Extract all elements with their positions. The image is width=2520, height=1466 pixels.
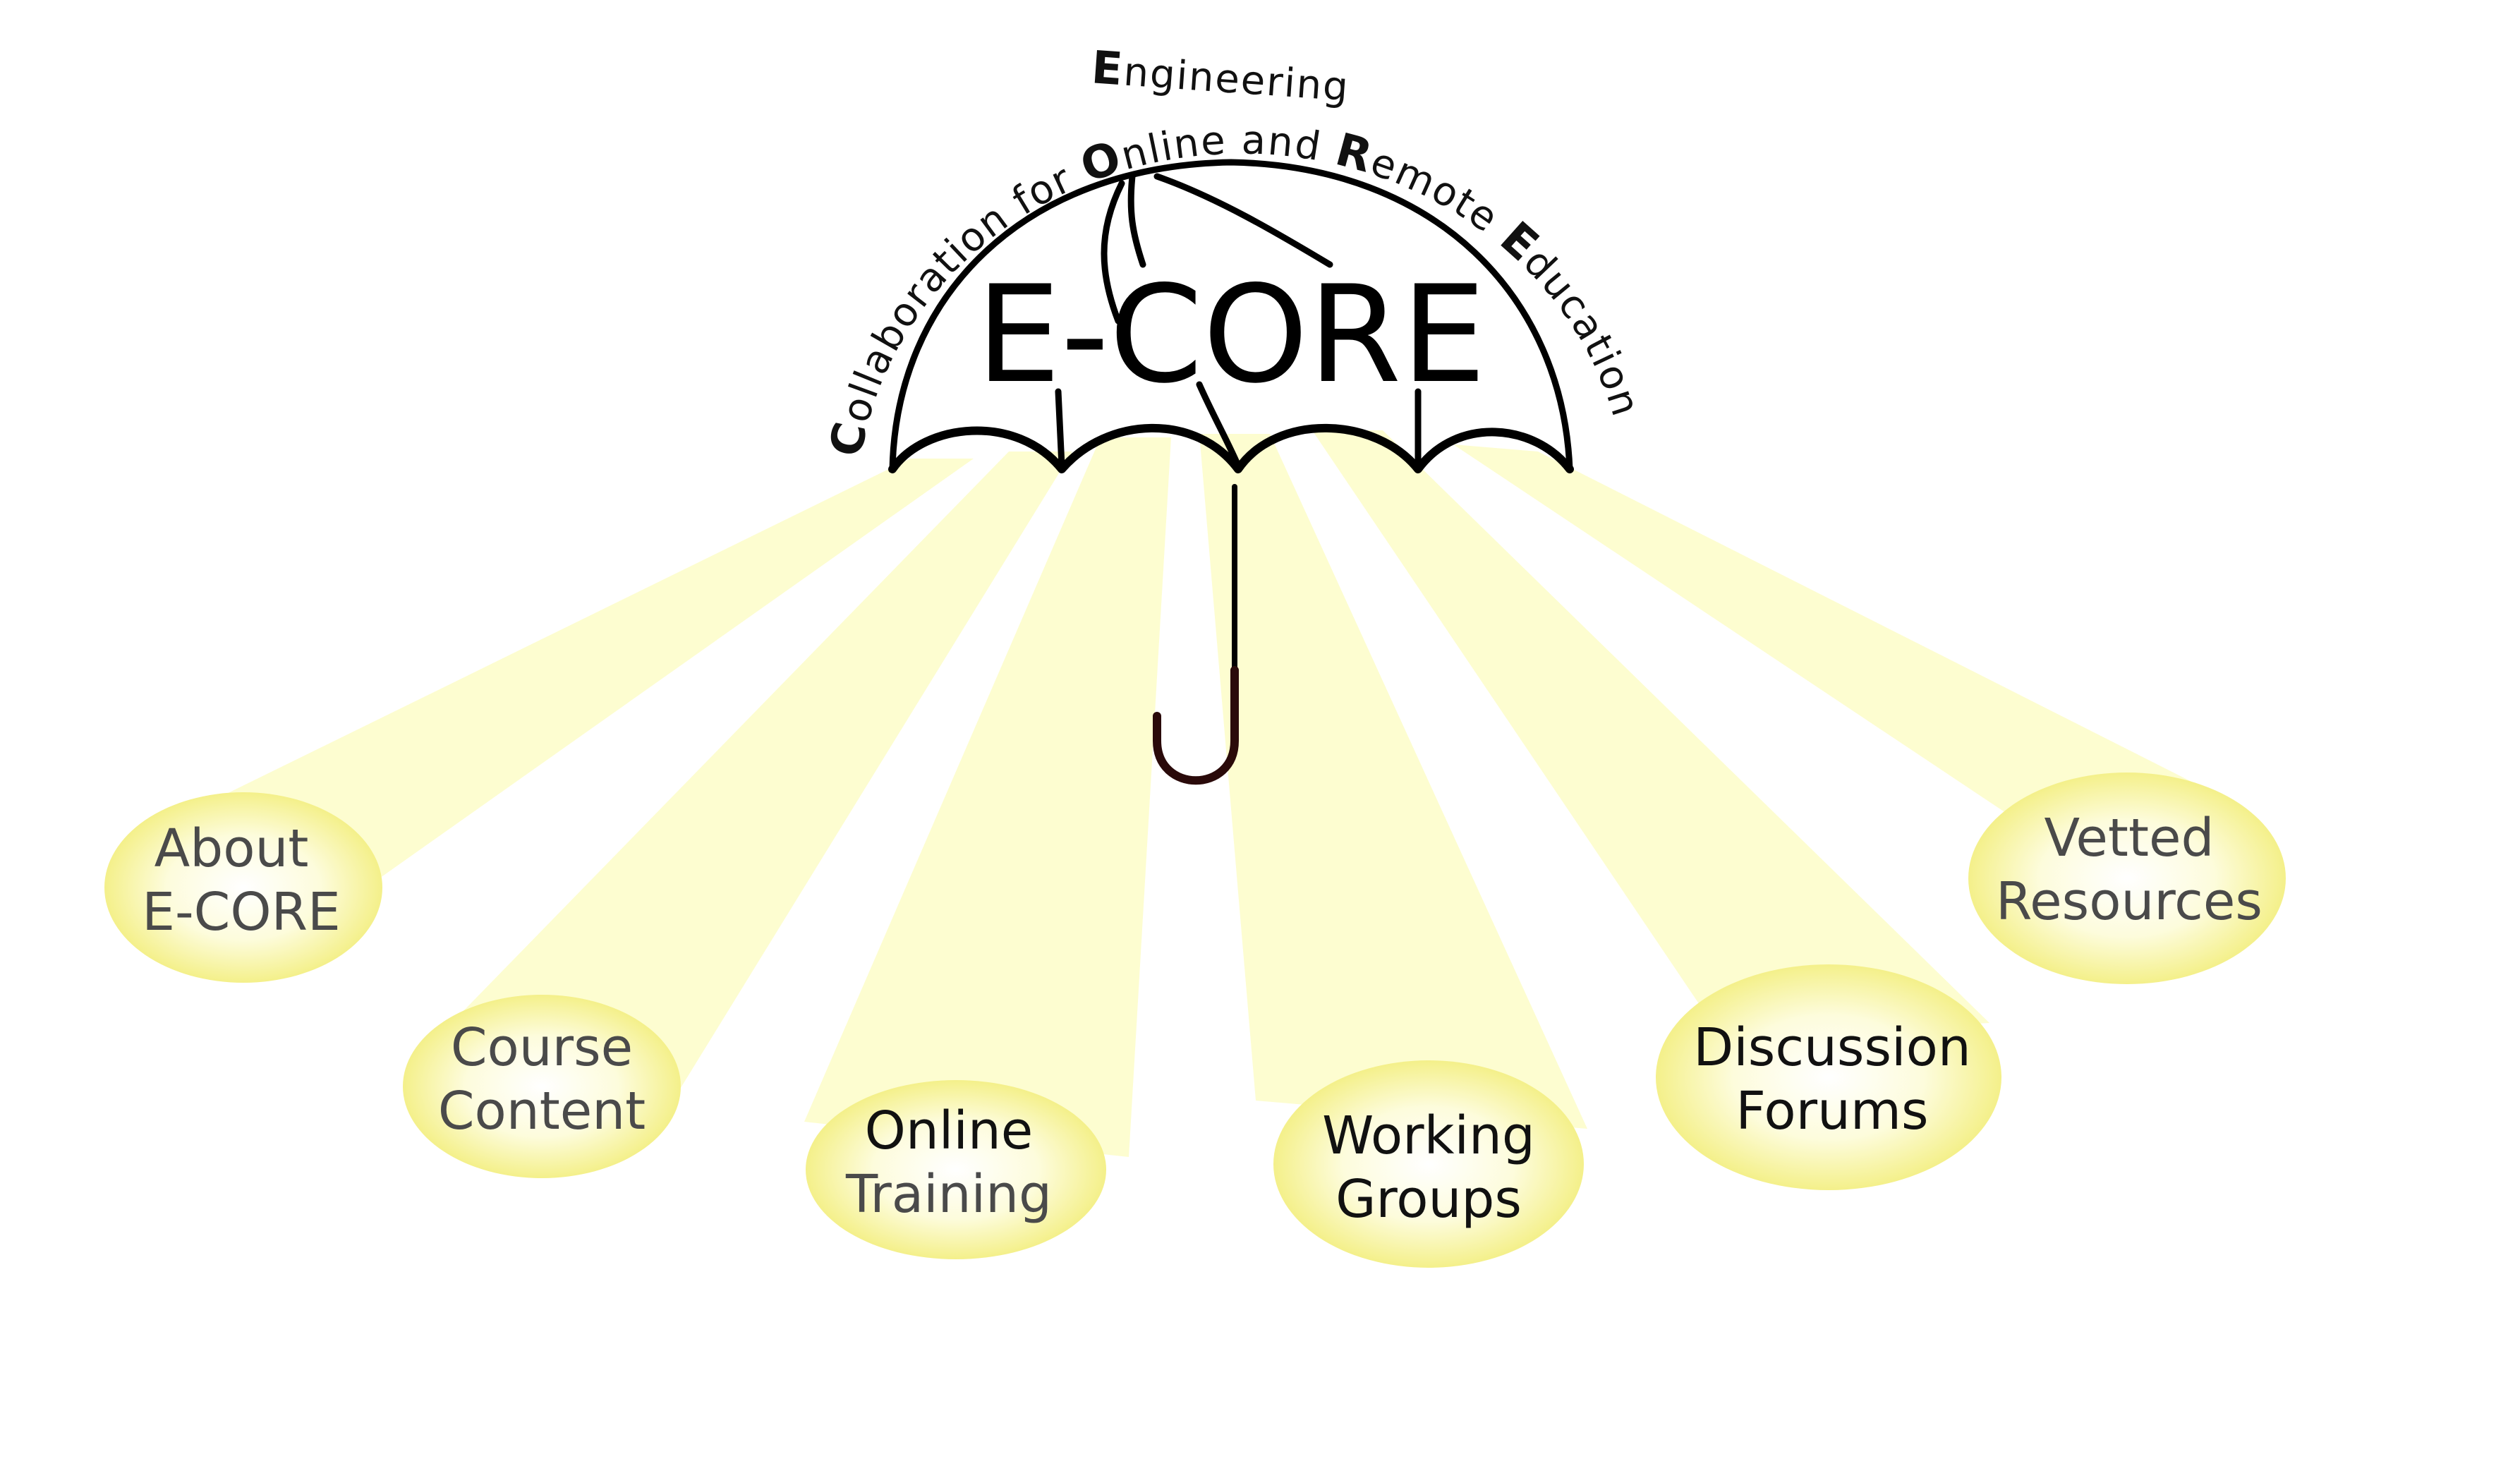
subtitle-cap-e: E	[1090, 42, 1126, 96]
umbrella-rib-left	[1101, 180, 1125, 325]
subtitle-rest-engineering: ngineering	[1122, 49, 1351, 110]
node-forums-label-2: Forums	[1735, 1081, 1928, 1141]
node-course-label-2: Content	[438, 1081, 646, 1141]
node-groups-label-1: Working	[1322, 1105, 1535, 1166]
node-resources-label-1: Vetted	[2045, 808, 2215, 868]
node-course[interactable]: Course Content	[403, 995, 681, 1178]
node-forums-bubble	[1656, 964, 2001, 1190]
node-forums-label-1: Discussion	[1693, 1017, 1971, 1078]
node-training[interactable]: Online Training	[806, 1080, 1106, 1259]
umbrella-handle	[1153, 666, 1239, 785]
beam-groups	[1199, 434, 1587, 1129]
node-groups-bubble	[1273, 1060, 1584, 1268]
node-course-bubble	[403, 995, 681, 1178]
umbrella-icon	[888, 159, 1574, 785]
umbrella-rib-top	[1153, 173, 1333, 268]
light-beams	[176, 430, 2222, 1157]
beam-resources	[1453, 444, 2222, 840]
umbrella-rib-left-low	[1055, 388, 1065, 469]
node-about-label-2: E-CORE	[142, 882, 341, 943]
subtitle-engineering: Engineering	[1090, 42, 1352, 111]
node-course-label-1: Course	[451, 1017, 633, 1078]
node-resources-label-2: Resources	[1996, 871, 2262, 932]
page-title: E-CORE	[976, 257, 1486, 413]
node-about-label-1: About	[155, 818, 309, 879]
node-groups[interactable]: Working Groups	[1273, 1060, 1584, 1268]
beam-about	[176, 459, 974, 917]
node-groups-label-2: Groups	[1335, 1169, 1522, 1230]
umbrella-edge	[888, 423, 1574, 473]
umbrella-rib-center	[1196, 381, 1242, 469]
node-about[interactable]: About E-CORE	[104, 792, 382, 983]
node-training-label-1: Online	[865, 1101, 1034, 1161]
umbrella-rib-mid	[1127, 173, 1146, 268]
node-about-bubble	[104, 792, 382, 983]
node-training-label-2: Training	[845, 1164, 1052, 1225]
node-training-bubble	[806, 1080, 1106, 1259]
beam-forums	[1312, 430, 1989, 1037]
node-resources-bubble	[1968, 773, 2286, 984]
umbrella-canopy	[889, 159, 1573, 473]
node-resources[interactable]: Vetted Resources	[1968, 773, 2286, 984]
node-forums[interactable]: Discussion Forums	[1656, 964, 2001, 1190]
beam-training	[804, 437, 1171, 1157]
beam-course	[459, 452, 1072, 1094]
